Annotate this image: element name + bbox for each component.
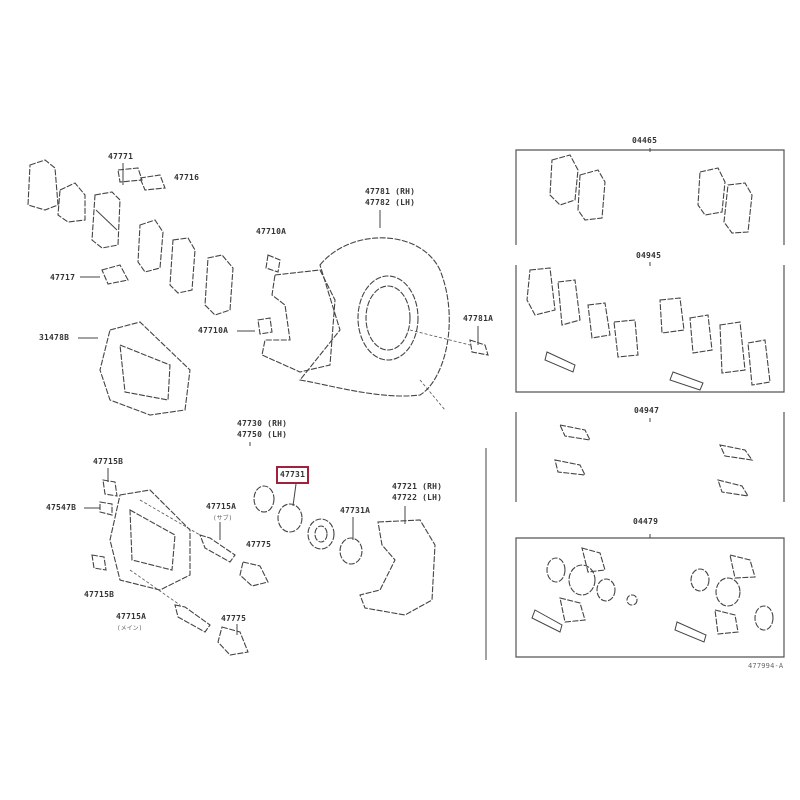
part-label-47782-lh[interactable]: 47782 (LH) — [365, 198, 416, 207]
part-label-47715a-main[interactable]: 47715A — [116, 612, 147, 621]
repair-kit-boxes — [485, 148, 785, 660]
part-label-47731-highlighted[interactable]: 47731 — [275, 466, 310, 484]
part-note-sub: (サブ) — [213, 515, 233, 522]
part-label-47715a-sub[interactable]: 47715A — [206, 502, 237, 511]
part-label-47771[interactable]: 47771 — [108, 152, 134, 161]
part-label-47722-lh[interactable]: 47722 (LH) — [392, 493, 443, 502]
caliper-upper — [99, 321, 191, 416]
kit-label-04947[interactable]: 04947 — [634, 406, 660, 415]
part-label-47717[interactable]: 47717 — [50, 273, 76, 282]
part-label-47710a[interactable]: 47710A — [256, 227, 287, 236]
part-label-47721-rh[interactable]: 47721 (RH) — [392, 482, 443, 491]
figure-id: 477994-A — [748, 662, 784, 670]
part-label-47547b[interactable]: 47547B — [46, 503, 77, 512]
part-label-47715b[interactable]: 47715B — [93, 457, 124, 466]
guide-pins-and-boots — [174, 534, 269, 656]
brake-pads-front-left — [27, 159, 234, 316]
part-label-47715b-bottom[interactable]: 47715B — [84, 590, 115, 599]
kit-label-04479[interactable]: 04479 — [633, 517, 659, 526]
part-label-47716[interactable]: 47716 — [174, 173, 200, 182]
part-label-47730-rh[interactable]: 47730 (RH) — [237, 419, 288, 428]
part-label-47775[interactable]: 47775 — [246, 540, 272, 549]
part-label-47710a-mid[interactable]: 47710A — [198, 326, 229, 335]
mounting-bracket-lower — [359, 519, 436, 616]
caliper-lower — [91, 479, 201, 606]
part-note-main: (メイン) — [117, 625, 143, 632]
part-label-47781-rh[interactable]: 47781 (RH) — [365, 187, 416, 196]
part-label-47731a[interactable]: 47731A — [340, 506, 371, 515]
part-label-47781a[interactable]: 47781A — [463, 314, 494, 323]
part-label-47750-lh[interactable]: 47750 (LH) — [237, 430, 288, 439]
part-label-47775-bottom[interactable]: 47775 — [221, 614, 247, 623]
kit-label-04945[interactable]: 04945 — [636, 251, 662, 260]
kit-label-04465[interactable]: 04465 — [632, 136, 658, 145]
mounting-bracket-upper — [257, 254, 336, 373]
part-label-31478b[interactable]: 31478B — [39, 333, 70, 342]
disc-dust-shield — [298, 237, 489, 411]
piston-seal-kit — [253, 485, 363, 565]
